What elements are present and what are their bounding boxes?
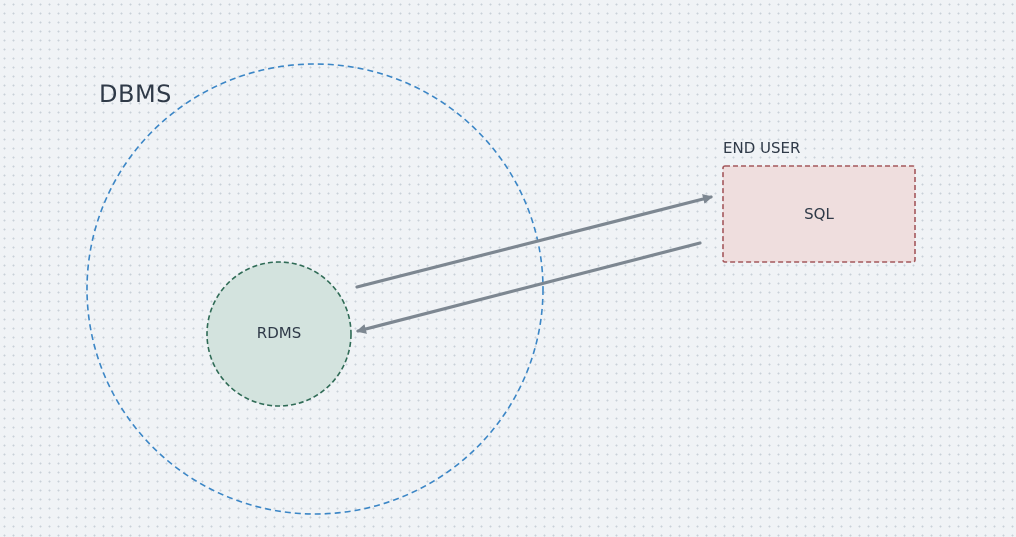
end-user-label: END USER <box>723 139 801 157</box>
rdms-label: RDMS <box>256 324 302 342</box>
arrow-sql-to-rdms <box>356 241 702 334</box>
rdms-node[interactable] <box>206 261 352 407</box>
arrow-rdms-to-sql <box>355 194 713 289</box>
dbms-label: DBMS <box>99 80 172 108</box>
dbms-boundary <box>86 63 544 515</box>
sql-label: SQL <box>804 205 834 223</box>
sql-node[interactable] <box>722 165 916 263</box>
